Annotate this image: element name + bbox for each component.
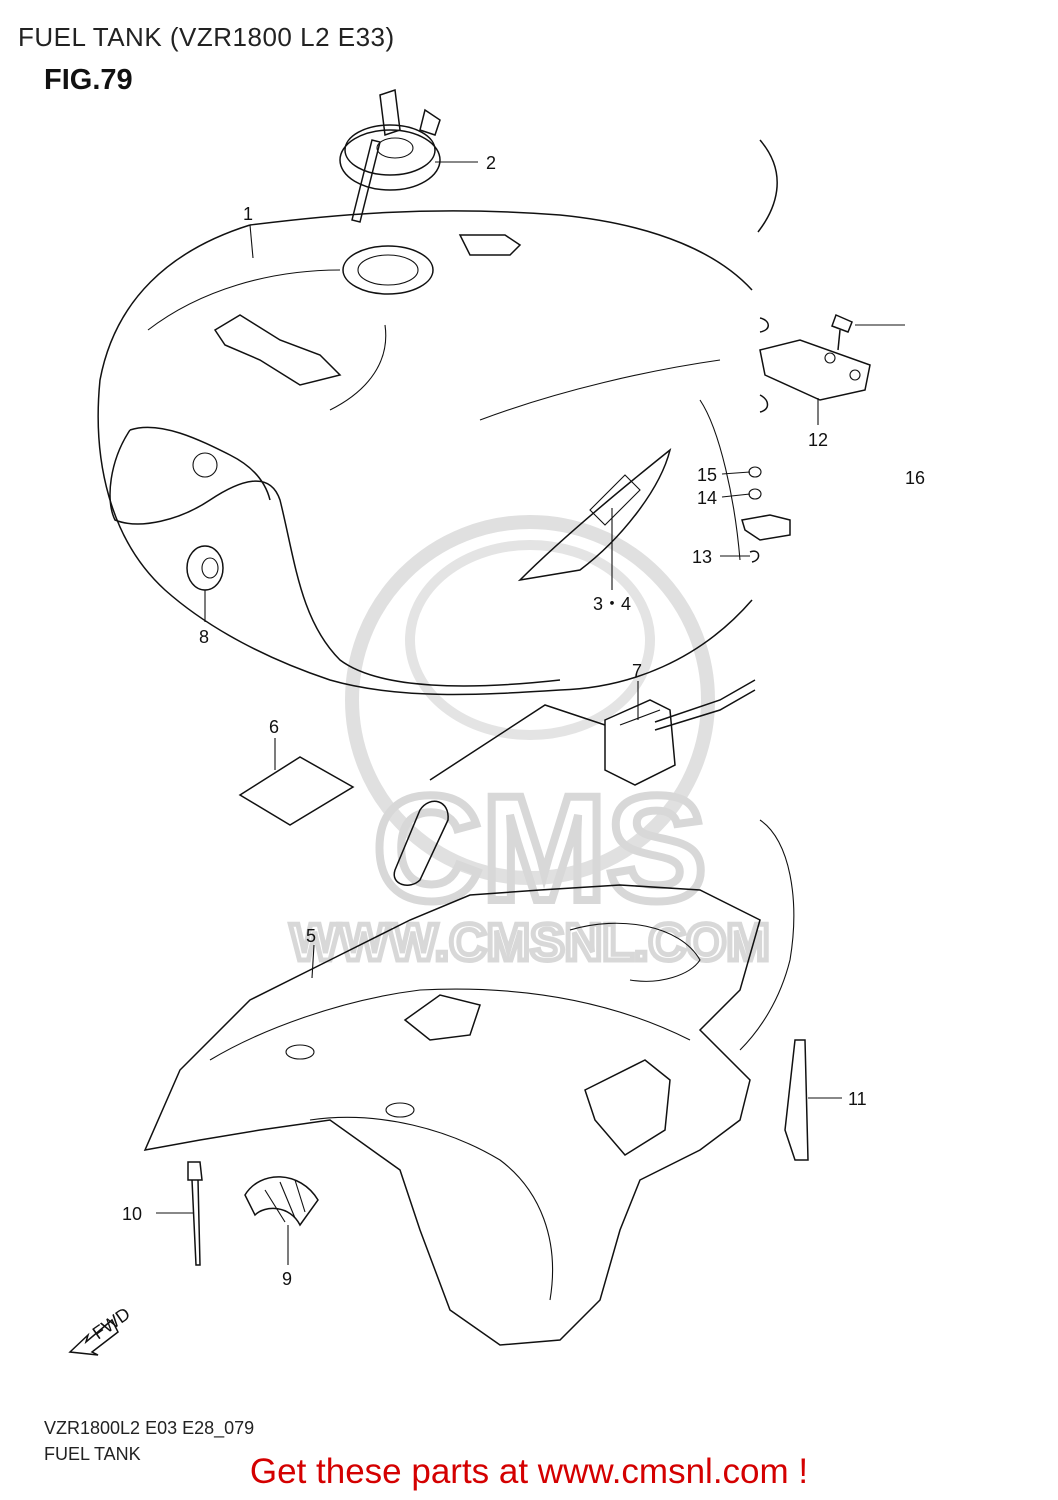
caution-label-part bbox=[238, 756, 355, 826]
cable-tie-part bbox=[187, 1161, 203, 1266]
fuel-tank-part bbox=[97, 139, 778, 696]
bracket-12-part bbox=[759, 317, 871, 413]
callout-14: 14 bbox=[697, 488, 717, 508]
callout-3-4: 3・4 bbox=[593, 594, 631, 614]
callout-16: 16 bbox=[905, 468, 925, 488]
bolt-16-part bbox=[831, 313, 853, 351]
callout-10: 10 bbox=[122, 1204, 142, 1224]
callout-8: 8 bbox=[199, 627, 209, 647]
callout-2: 2 bbox=[486, 153, 496, 173]
fuel-tank-cover-part bbox=[143, 819, 795, 1346]
callout-9: 9 bbox=[282, 1269, 292, 1289]
callout-7: 7 bbox=[632, 661, 642, 681]
cms-watermark: CMS WWW.CMSNL.COM bbox=[288, 515, 772, 975]
footer-code: VZR1800L2 E03 E28_079 bbox=[44, 1418, 255, 1438]
clips-13-15-part bbox=[741, 466, 791, 563]
grommet-part bbox=[244, 1176, 319, 1227]
watermark-brand: CMS bbox=[373, 764, 706, 932]
promo-link[interactable]: Get these parts at www.cmsnl.com ! bbox=[249, 1452, 809, 1491]
callout-15: 15 bbox=[697, 465, 717, 485]
band-part bbox=[784, 1039, 809, 1161]
callout-12: 12 bbox=[808, 430, 828, 450]
fuel-cap-part bbox=[339, 88, 441, 223]
cushion-part bbox=[186, 545, 224, 591]
callout-11: 11 bbox=[848, 1089, 867, 1109]
fuel-level-gauge-part bbox=[393, 679, 756, 886]
leader-lines bbox=[156, 161, 905, 1265]
callout-5: 5 bbox=[306, 926, 316, 946]
fwd-arrow-icon: FWD bbox=[68, 1303, 134, 1356]
figure-number: FIG.79 bbox=[44, 64, 133, 96]
footer-name: FUEL TANK bbox=[44, 1444, 141, 1464]
callout-6: 6 bbox=[269, 717, 279, 737]
diagram-title: FUEL TANK (VZR1800 L2 E33) bbox=[18, 22, 395, 52]
callouts: 1 2 3・4 5 6 7 8 9 10 11 12 13 14 15 16 bbox=[122, 153, 925, 1289]
watermark-url: WWW.CMSNL.COM bbox=[290, 914, 769, 972]
callout-13: 13 bbox=[692, 547, 712, 567]
callout-1: 1 bbox=[243, 204, 253, 224]
